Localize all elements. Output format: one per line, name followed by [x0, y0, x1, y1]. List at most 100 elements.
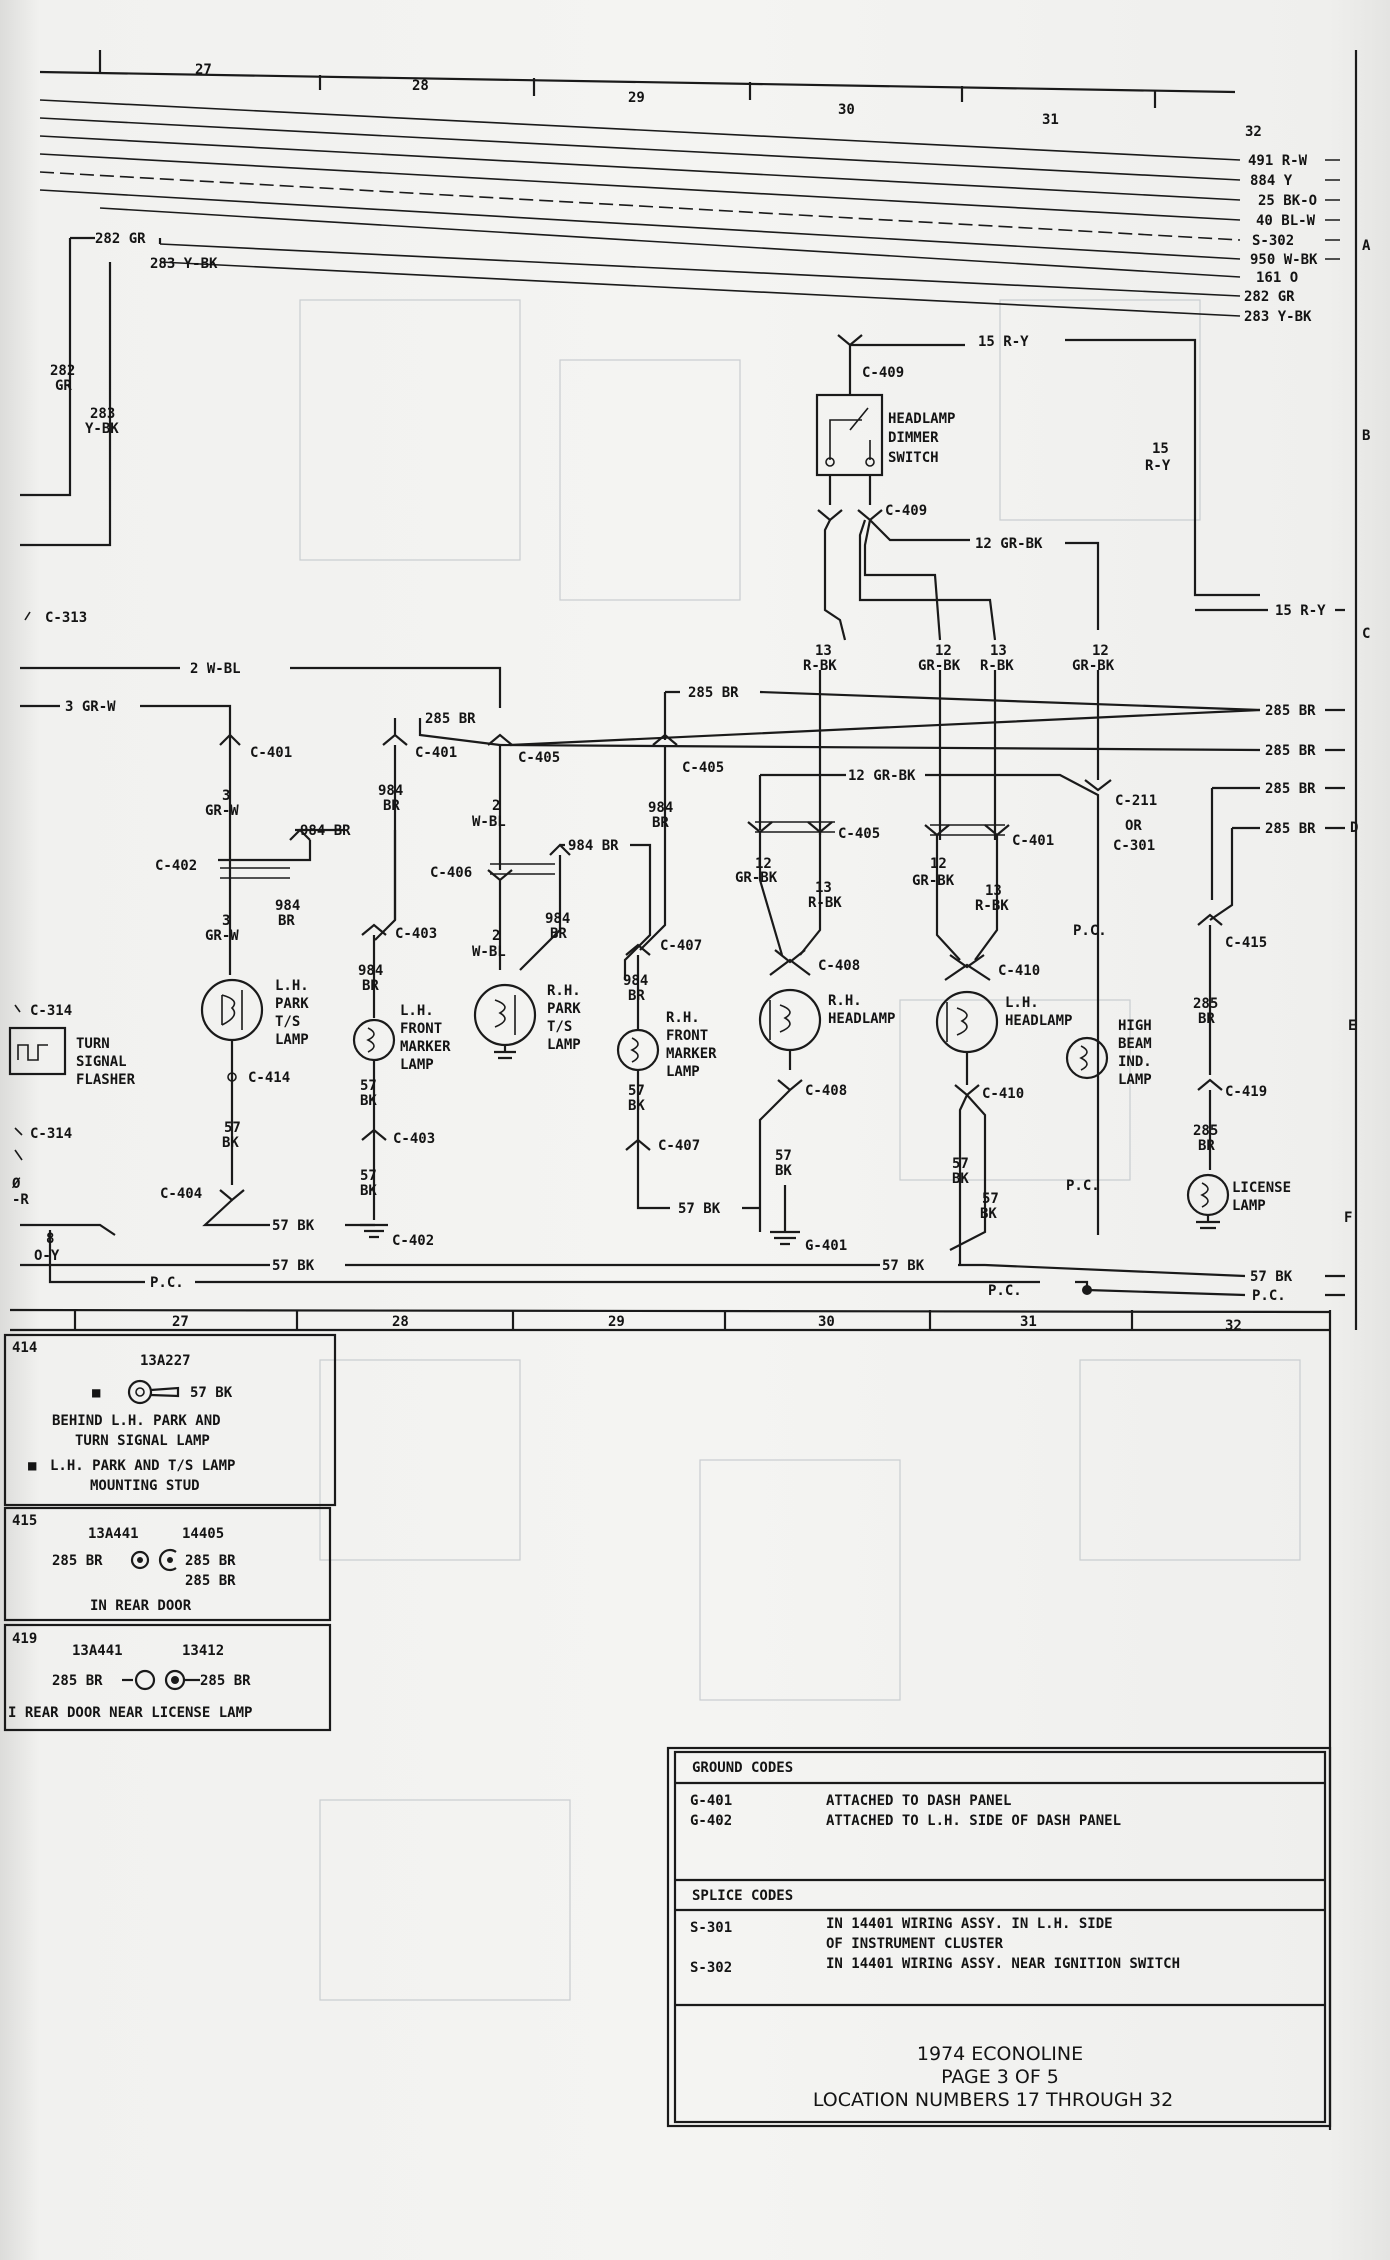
rh-marker-57bk: 57 BK [678, 1201, 721, 1217]
col-27-bottom: 27 [172, 1314, 189, 1330]
rh-head-label-2: HEADLAMP [828, 1011, 895, 1027]
bus-label-161: 161 O [1256, 270, 1298, 286]
wire-283-ybk: 283 Y-BK [150, 256, 218, 272]
lh-head-bka: BK [952, 1171, 969, 1187]
lh-head-label-1: L.H. [1005, 995, 1039, 1011]
ground-detail-414: 414 13A227 ■ 57 BK BEHIND L.H. PARK AND … [3, 1333, 337, 1507]
wire-285br-r4: 285 BR [1265, 821, 1316, 837]
gd415-parta: 13A441 [88, 1526, 139, 1542]
wire-285br-center: 285 BR [688, 685, 739, 701]
lh-marker-label-3: MARKER [400, 1039, 451, 1055]
rh-park-br: BR [550, 926, 567, 942]
rh-head-label-1: R.H. [828, 993, 862, 1009]
rh-marker-c407a: C-407 [660, 938, 702, 954]
s302-text1: IN 14401 WIRING ASSY. NEAR IGNITION SWIT… [826, 1956, 1180, 1972]
gd415-num: 415 [12, 1513, 37, 1529]
bus-label-950: 950 W-BK [1250, 252, 1318, 268]
rh-marker-57a: 57 [628, 1083, 645, 1099]
codes-table: GROUND CODES G-401 ATTACHED TO DASH PANE… [666, 1746, 1332, 2128]
rh-park-c406: C-406 [430, 865, 472, 881]
flasher-label-3: FLASHER [76, 1072, 136, 1088]
bus-label-884: 884 Y [1250, 173, 1293, 189]
rh-park-wbl: W-BL [472, 814, 506, 830]
gd419-wireb: 285 BR [200, 1673, 251, 1689]
lic-label-1: LICENSE [1232, 1180, 1291, 1196]
lh-park-wire-3b: 3 [222, 913, 230, 929]
rh-head-12: 12 [755, 856, 772, 872]
lh-marker-bra: BR [383, 798, 400, 814]
bus-wires: 491 R-W 884 Y 25 BK-O 40 BL-W S-302 950 … [39, 50, 1358, 1330]
rh-head-c408: C-408 [818, 958, 860, 974]
gd414-star2: ■ [28, 1458, 37, 1474]
rh-marker-brb: BR [628, 988, 645, 1004]
col-28-bottom: 28 [392, 1314, 409, 1330]
lh-park-wire-grwb: GR-W [205, 928, 239, 944]
row-letters: A B C D E F [1344, 238, 1371, 1226]
rh-head-bk: BK [775, 1163, 792, 1179]
headlamp-dimmer-switch: C-409 HEADLAMP DIMMER SWITCH C-409 15 R-… [815, 334, 1345, 630]
lh-marker-label-2: FRONT [400, 1021, 442, 1037]
lh-park-label-1: L.H. [275, 978, 309, 994]
ground-detail-415: 415 13A441 14405 285 BR 285 BR 285 BR IN… [3, 1506, 332, 1622]
lh-park-label-3: T/S [275, 1014, 300, 1030]
lh-head-grbk: GR-BK [912, 873, 955, 889]
lh-marker-bkb: BK [360, 1183, 377, 1199]
wire-282-gr: 282 GR [95, 231, 146, 247]
rh-head-13: 13 [815, 880, 832, 896]
wire-15ry-v1: 15 [1152, 441, 1169, 457]
bus-label-283: 283 Y-BK [1244, 309, 1312, 325]
gd415-wirea: 285 BR [52, 1553, 103, 1569]
rh-head-c408b: C-408 [805, 1083, 847, 1099]
g401-text: ATTACHED TO DASH PANEL [826, 1793, 1011, 1809]
hb-pc3: P.C. [988, 1283, 1022, 1299]
lh-head-c401: C-401 [1012, 833, 1054, 849]
rh-head-g401: G-401 [805, 1238, 847, 1254]
gd414-num: 414 [12, 1340, 37, 1356]
lh-park-circuit: C-401 3 GR-W C-402 984 BR 984 BR 3 GR-W … [8, 733, 985, 1291]
rh-park-984: 984 [545, 911, 570, 927]
rh-marker-984a: 984 [648, 800, 673, 816]
c314-bottom: C-314 [30, 1126, 72, 1142]
headlamp-feeds [818, 519, 1100, 840]
rh-marker-label-4: LAMP [666, 1064, 700, 1080]
hb-or: OR [1125, 818, 1142, 834]
col-32-bottom: 32 [1225, 1318, 1242, 1334]
col-27-top: 27 [195, 62, 212, 78]
left-cut-8: 8 [46, 1231, 54, 1247]
gd419-wirea: 285 BR [52, 1673, 103, 1689]
lh-park-label-2: PARK [275, 996, 309, 1012]
right-pc: P.C. [1252, 1288, 1286, 1304]
lh-marker-g402: C-402 [392, 1233, 434, 1249]
rh-park-c405: C-405 [518, 750, 560, 766]
gd415-wireb2: 285 BR [185, 1573, 236, 1589]
lh-marker-label-4: LAMP [400, 1057, 434, 1073]
top-grid-scale: 27 28 29 30 31 32 [39, 50, 1262, 140]
lh-marker-984b: 984 [358, 963, 383, 979]
flasher-label-1: TURN [76, 1036, 110, 1052]
license-circuit: C-415 285 BR C-419 285 BR LICENSE LAMP [1186, 913, 1291, 1230]
col-30-bottom: 30 [818, 1314, 835, 1330]
row-letter-b: B [1362, 428, 1370, 444]
col-30-top: 30 [838, 102, 855, 118]
col-29-top: 29 [628, 90, 645, 106]
c409-bottom: C-409 [885, 503, 927, 519]
bus-label-s302: S-302 [1252, 233, 1294, 249]
ghost-lines [299, 299, 1301, 2001]
col-28-top: 28 [412, 78, 429, 94]
title-line-3: LOCATION NUMBERS 17 THROUGH 32 [813, 2089, 1173, 2111]
dimmer-label-3: SWITCH [888, 450, 939, 466]
s301-code: S-301 [690, 1920, 732, 1936]
hb-label-1: HIGH [1118, 1018, 1152, 1034]
rh-headlamp-circuit: 12 GR-BK C-405 12 GR-BK 13 R-BK C-408 R.… [735, 768, 1100, 1254]
lh-head-57b: 57 [982, 1191, 999, 1207]
left-cut-oy: O-Y [34, 1248, 60, 1264]
lh-park-57: 57 [224, 1120, 241, 1136]
title-line-2: PAGE 3 OF 5 [941, 2066, 1059, 2088]
hb-label-3: IND. [1118, 1054, 1152, 1070]
wire-3-grw: 3 GR-W [65, 699, 116, 715]
rh-park-984br: 984 BR [568, 838, 619, 854]
high-beam-circuit: C-211 OR C-301 P.C. HIGH BEAM IND. LAMP … [984, 779, 1345, 1304]
gd414-star: ■ [92, 1385, 101, 1401]
